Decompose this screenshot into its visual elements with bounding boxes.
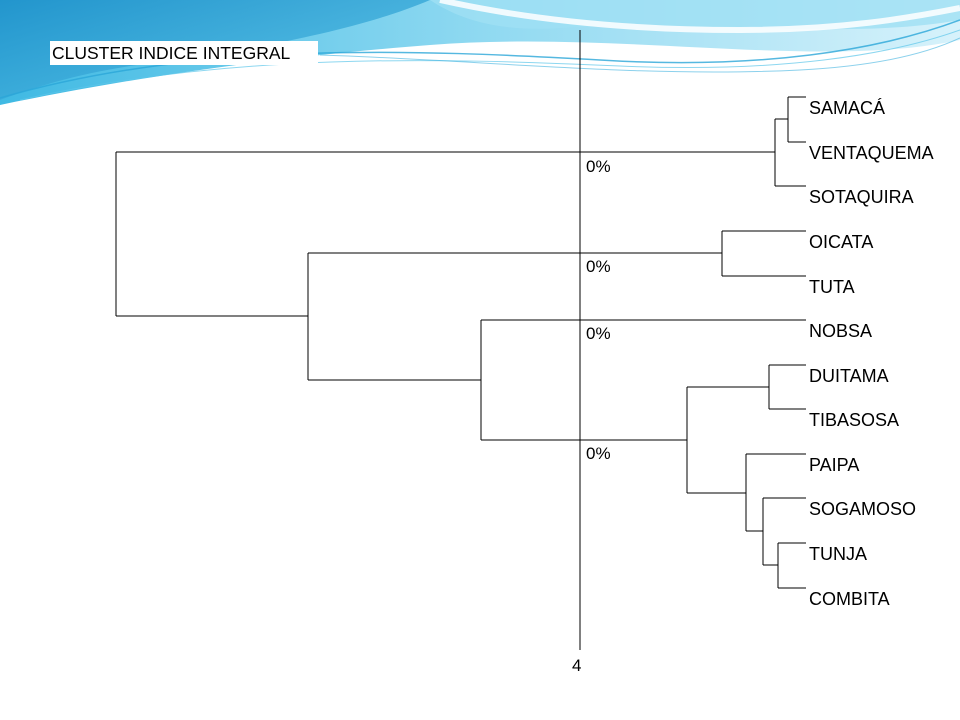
leaf-label-nobsa: NOBSA <box>806 320 918 342</box>
wave-streak-3 <box>319 37 960 73</box>
cut-label-4: 0% <box>586 444 611 463</box>
leaf-label-sotaquira: SOTAQUIRA <box>806 186 942 208</box>
leaf-label-tibasosa: TIBASOSA <box>806 409 930 431</box>
leaf-label-sogamoso: SOGAMOSO <box>806 498 938 520</box>
chart-title: CLUSTER INDICE INTEGRAL <box>50 41 318 65</box>
cut-label-1: 0% <box>586 157 611 176</box>
wave-highlight <box>439 0 960 34</box>
wave-streak-2 <box>19 29 960 101</box>
leaf-label-tuta: TUTA <box>806 276 906 298</box>
leaf-label-oicata: OICATA <box>806 231 918 253</box>
leaf-label-combita: COMBITA <box>806 588 930 610</box>
leaf-label-ventaquema: VENTAQUEMA <box>806 142 942 164</box>
cut-label-3: 0% <box>586 324 611 343</box>
leaf-label-samaca: SAMACÁ <box>806 97 928 119</box>
leaf-label-duitama: DUITAMA <box>806 365 928 387</box>
leaf-label-tunja: TUNJA <box>806 543 910 565</box>
leaf-label-paipa: PAIPA <box>806 454 910 476</box>
cut-label-2: 0% <box>586 257 611 276</box>
dendrogram-links <box>115 96 806 589</box>
axis-value-label: 4 <box>572 656 582 675</box>
